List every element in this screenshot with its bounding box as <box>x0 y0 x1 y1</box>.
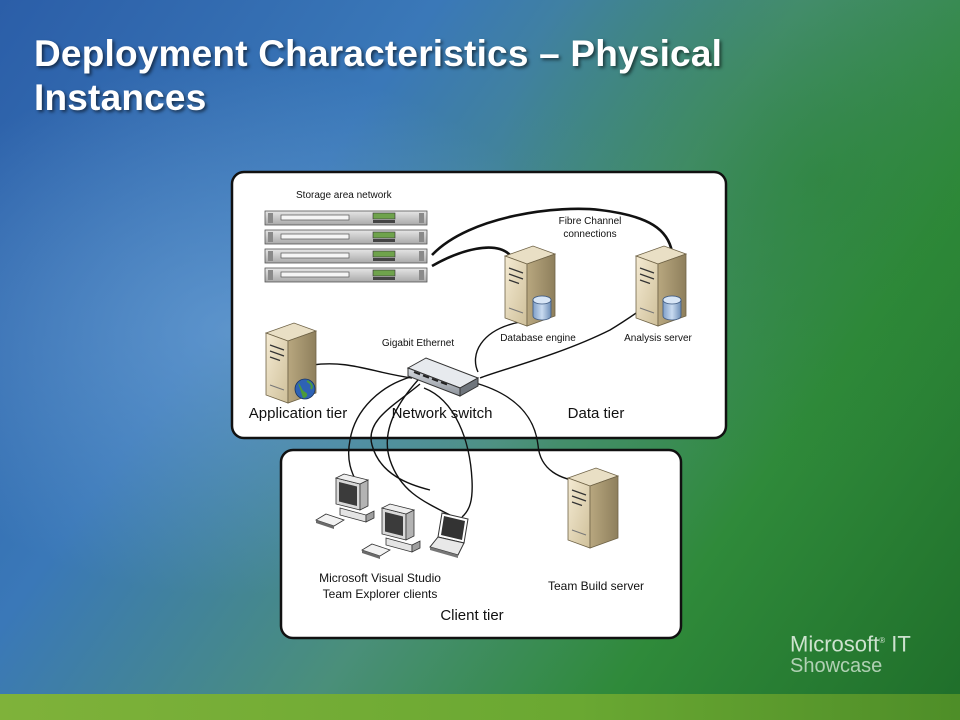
logo-it: IT <box>891 631 911 657</box>
clients-label-line1: Microsoft Visual Studio <box>319 571 441 585</box>
fibre-cable-1 <box>431 207 674 256</box>
database-cylinder-icon <box>532 295 552 321</box>
analysis-server-label: Analysis server <box>624 333 692 344</box>
server-tower-icon <box>567 467 619 549</box>
logo-showcase: Showcase <box>790 655 883 678</box>
fibre-channel-label-line2: connections <box>563 229 616 240</box>
storage-rack-icon <box>264 248 428 264</box>
storage-rack-icon <box>264 267 428 283</box>
slide-title: Deployment Characteristics – Physical In… <box>34 33 723 118</box>
clients-label-line2: Team Explorer clients <box>323 587 438 601</box>
fibre-cable-2 <box>431 246 511 268</box>
logo-brand: Microsoft <box>790 631 880 657</box>
storage-rack-icon <box>264 210 428 226</box>
storage-rack-icon <box>264 229 428 245</box>
database-cylinder-icon <box>662 295 682 321</box>
data-tier-label: Data tier <box>568 405 625 422</box>
bottom-stripe <box>0 694 960 720</box>
microsoft-it-showcase-logo: Microsoft® IT Showcase <box>790 631 911 678</box>
client-tier-label: Client tier <box>440 607 503 624</box>
network-switch-label: Network switch <box>392 405 493 422</box>
globe-icon <box>294 378 316 400</box>
database-engine-label: Database engine <box>500 333 576 344</box>
team-build-server-label: Team Build server <box>548 579 644 593</box>
storage-area-network-label: Storage area network <box>296 190 393 201</box>
application-tier-label: Application tier <box>249 405 347 422</box>
fibre-channel-label-line1: Fibre Channel <box>559 216 622 227</box>
gigabit-ethernet-label: Gigabit Ethernet <box>382 338 454 349</box>
network-switch-icon <box>406 357 480 397</box>
